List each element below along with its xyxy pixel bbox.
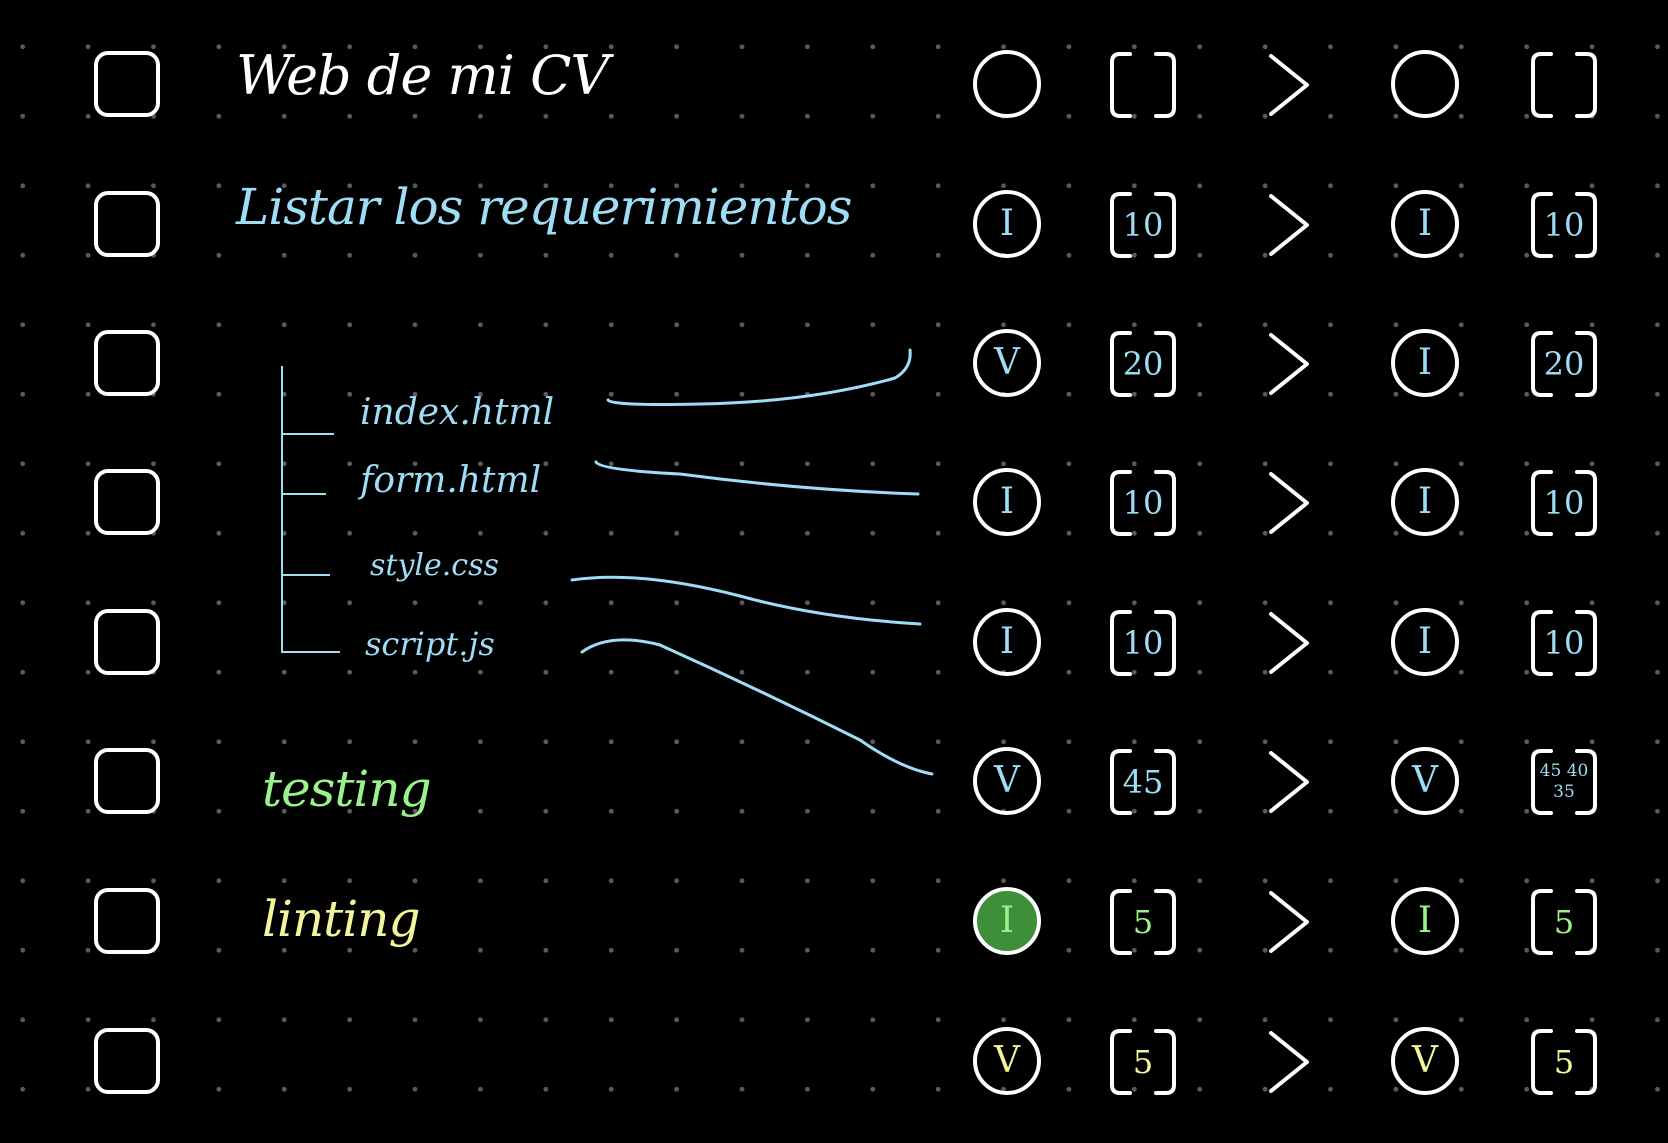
- file-script-label: script.js: [365, 625, 495, 663]
- type-value: V: [1412, 760, 1438, 801]
- chevron-right-icon: [1265, 1027, 1315, 1097]
- task-checkbox[interactable]: [94, 888, 160, 954]
- task-row: I 10 I 10: [0, 608, 1668, 678]
- type-circle-before[interactable]: I: [973, 887, 1041, 955]
- chevron-right-icon: [1265, 887, 1315, 957]
- points-box-after[interactable]: 5: [1529, 887, 1599, 957]
- points-box-before[interactable]: 10: [1108, 190, 1178, 260]
- points-box-before[interactable]: [1108, 50, 1178, 120]
- points-value: 10: [1543, 206, 1585, 244]
- task-row: [0, 50, 1668, 120]
- points-box-after[interactable]: 20: [1529, 329, 1599, 399]
- task-row: I 10 I 10: [0, 190, 1668, 260]
- connector-lines: [570, 348, 934, 776]
- chevron-right-icon: [1265, 190, 1315, 260]
- type-value: I: [999, 203, 1015, 244]
- type-circle-after[interactable]: [1391, 50, 1459, 118]
- type-value: V: [994, 1040, 1020, 1081]
- chevron-right-icon: [1265, 468, 1315, 538]
- file-tree-lines: [281, 366, 340, 653]
- points-box-before[interactable]: 5: [1108, 887, 1178, 957]
- points-value: 10: [1122, 206, 1164, 244]
- type-circle-after[interactable]: I: [1391, 887, 1459, 955]
- points-box-after[interactable]: 10: [1529, 468, 1599, 538]
- file-form-label: form.html: [360, 460, 542, 501]
- points-value: 45: [1122, 763, 1164, 801]
- type-value: V: [1412, 1040, 1438, 1081]
- type-circle-before[interactable]: I: [973, 468, 1041, 536]
- points-value: 5: [1132, 903, 1154, 941]
- type-value: I: [1417, 342, 1433, 383]
- task-checkbox[interactable]: [94, 191, 160, 257]
- points-box-after[interactable]: 45 40 35: [1529, 747, 1599, 817]
- type-circle-after[interactable]: I: [1391, 190, 1459, 258]
- type-value: I: [999, 621, 1015, 662]
- type-circle-before[interactable]: I: [973, 190, 1041, 258]
- type-circle-after[interactable]: V: [1391, 1027, 1459, 1095]
- task-row: V 45 V 45 40 35: [0, 747, 1668, 817]
- chevron-right-icon: [1265, 50, 1315, 120]
- points-value: 20: [1543, 345, 1585, 383]
- type-value: V: [994, 760, 1020, 801]
- chevron-right-icon: [1265, 747, 1315, 817]
- type-circle-before[interactable]: [973, 50, 1041, 118]
- points-value: 10: [1543, 624, 1585, 662]
- type-value: I: [999, 481, 1015, 522]
- type-circle-after[interactable]: I: [1391, 608, 1459, 676]
- task-row: V 20 I 20: [0, 329, 1668, 399]
- type-value: I: [1417, 900, 1433, 941]
- requirements-label: Listar los requerimientos: [236, 178, 852, 236]
- points-value: 10: [1122, 624, 1164, 662]
- points-value: 45 40 35: [1539, 760, 1589, 802]
- type-value: I: [999, 900, 1015, 941]
- points-box-after[interactable]: 10: [1529, 190, 1599, 260]
- points-value: 5: [1553, 1043, 1575, 1081]
- points-box-before[interactable]: 10: [1108, 468, 1178, 538]
- type-value: V: [994, 342, 1020, 383]
- task-checkbox[interactable]: [94, 748, 160, 814]
- task-checkbox[interactable]: [94, 1028, 160, 1094]
- task-checkbox[interactable]: [94, 330, 160, 396]
- points-box-before[interactable]: 5: [1108, 1027, 1178, 1097]
- file-index-label: index.html: [360, 392, 555, 433]
- points-box-before[interactable]: 45: [1108, 747, 1178, 817]
- task-row: I 5 I 5: [0, 887, 1668, 957]
- task-checkbox[interactable]: [94, 609, 160, 675]
- testing-label: testing: [262, 760, 432, 818]
- file-style-label: style.css: [370, 548, 499, 583]
- task-row: I 10 I 10: [0, 468, 1668, 538]
- type-value: I: [1417, 481, 1433, 522]
- points-value: 20: [1122, 345, 1164, 383]
- task-checkbox[interactable]: [94, 469, 160, 535]
- chevron-right-icon: [1265, 608, 1315, 678]
- type-circle-before[interactable]: V: [973, 747, 1041, 815]
- points-value: 10: [1543, 484, 1585, 522]
- points-box-before[interactable]: 20: [1108, 329, 1178, 399]
- type-value: I: [1417, 203, 1433, 244]
- points-value: 5: [1132, 1043, 1154, 1081]
- points-box-after[interactable]: [1529, 50, 1599, 120]
- type-value: I: [1417, 621, 1433, 662]
- task-checkbox[interactable]: [94, 51, 160, 117]
- points-box-before[interactable]: 10: [1108, 608, 1178, 678]
- type-circle-before[interactable]: V: [973, 329, 1041, 397]
- type-circle-before[interactable]: I: [973, 608, 1041, 676]
- linting-label: linting: [262, 890, 420, 948]
- type-circle-after[interactable]: V: [1391, 747, 1459, 815]
- type-circle-after[interactable]: I: [1391, 468, 1459, 536]
- points-box-after[interactable]: 5: [1529, 1027, 1599, 1097]
- points-value: 10: [1122, 484, 1164, 522]
- type-circle-before[interactable]: V: [973, 1027, 1041, 1095]
- points-value: 5: [1553, 903, 1575, 941]
- chevron-right-icon: [1265, 329, 1315, 399]
- points-box-after[interactable]: 10: [1529, 608, 1599, 678]
- task-row: V 5 V 5: [0, 1027, 1668, 1097]
- page-title: Web de mi CV: [236, 44, 609, 107]
- type-circle-after[interactable]: I: [1391, 329, 1459, 397]
